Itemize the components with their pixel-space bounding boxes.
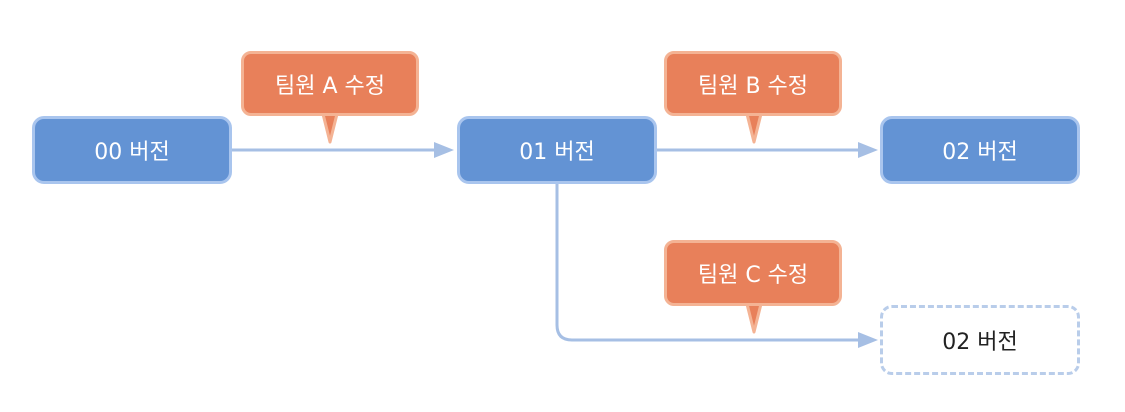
version-node-00-label: 00 버전	[94, 140, 170, 165]
connector-v01-v02-alt	[555, 184, 860, 342]
version-node-01-label: 01 버전	[519, 140, 595, 165]
arrowhead-v02	[858, 142, 878, 158]
version-node-02-pending-label: 02 버전	[942, 330, 1018, 355]
version-node-02-label: 02 버전	[942, 140, 1018, 165]
edit-callout-team-c-label: 팀원 C 수정	[697, 263, 809, 288]
version-node-01: 01 버전	[457, 116, 657, 184]
edit-callout-team-b-label: 팀원 B 수정	[697, 73, 809, 99]
version-node-02-pending: 02 버전	[880, 305, 1080, 375]
arrowhead-v01	[434, 142, 454, 158]
arrowhead-v02-alt	[858, 332, 878, 348]
edit-callout-team-a-label: 팀원 A 수정	[275, 73, 385, 99]
version-node-02: 02 버전	[880, 116, 1080, 184]
edit-callout-team-c: 팀원 C 수정	[664, 240, 842, 306]
edit-callout-team-a: 팀원 A 수정	[241, 51, 419, 116]
edit-callout-team-b: 팀원 B 수정	[664, 51, 842, 116]
version-node-00: 00 버전	[32, 116, 232, 184]
